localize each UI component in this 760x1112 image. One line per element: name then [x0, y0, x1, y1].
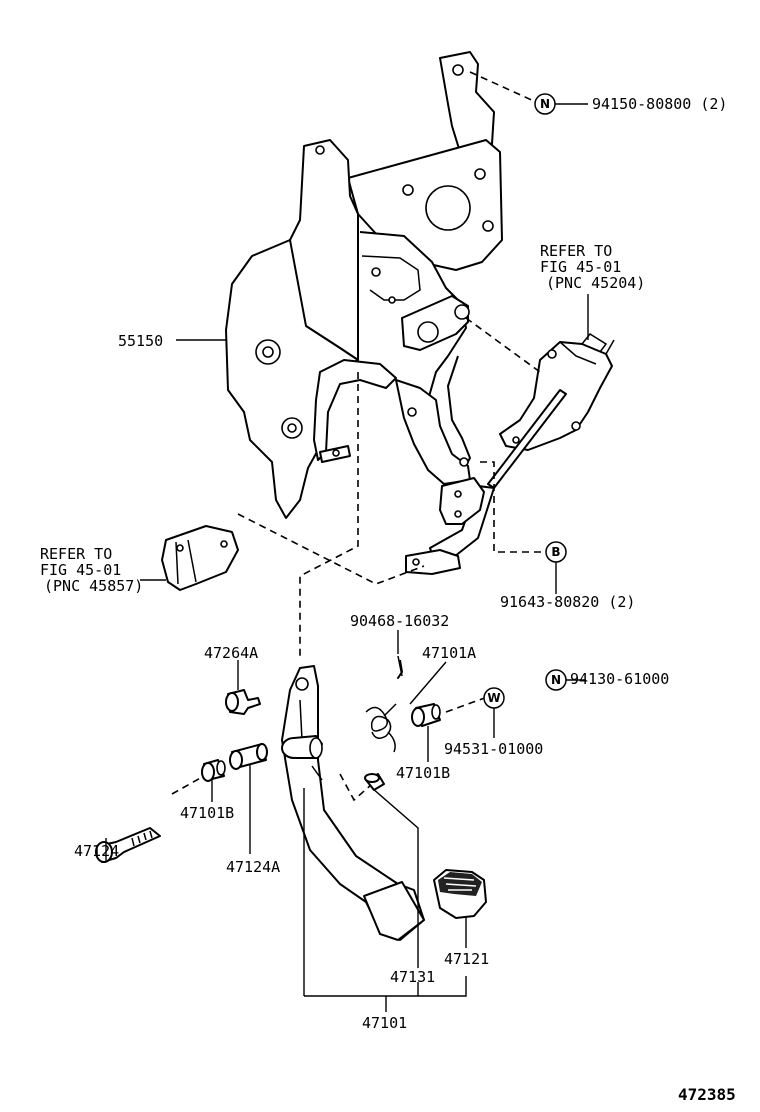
brake-pedal-arm — [281, 665, 425, 941]
label-refer-left-2: FIG 45-01 — [40, 561, 121, 579]
bracket-pnc-45857 — [161, 525, 239, 591]
bolt-47264A — [225, 689, 261, 715]
label-47101B-right: 47101B — [396, 764, 450, 782]
bolt-47124 — [95, 827, 161, 863]
pedal-bracket-55150 — [225, 51, 503, 519]
callout-W: W — [483, 687, 505, 709]
bushing-47101B-right — [411, 703, 441, 727]
label-90468-16032: 90468-16032 — [350, 612, 449, 630]
label-47124A: 47124A — [226, 858, 280, 876]
svg-text:W: W — [487, 691, 500, 705]
label-refer-left-1: REFER TO — [40, 545, 112, 563]
svg-text:B: B — [551, 545, 560, 559]
label-94130-61000: 94130-61000 — [570, 670, 669, 688]
label-47101: 47101 — [362, 1014, 407, 1032]
label-91643-80820: 91643-80820 (2) — [500, 593, 635, 611]
label-94150-80800: 94150-80800 (2) — [592, 95, 727, 113]
label-refer-right-3: (PNC 45204) — [546, 274, 645, 292]
bushing-47101B-left — [201, 759, 226, 782]
label-47101B-left: 47101B — [180, 804, 234, 822]
assembly-lines — [171, 71, 544, 802]
label-47121: 47121 — [444, 950, 489, 968]
return-spring-47101A — [365, 703, 397, 753]
label-47131: 47131 — [390, 968, 435, 986]
svg-text:N: N — [540, 97, 550, 111]
label-47101A: 47101A — [422, 644, 476, 662]
callout-B: B — [545, 541, 567, 563]
figure-number: 472385 — [678, 1085, 736, 1104]
label-47124: 47124 — [74, 842, 119, 860]
collar-47124A — [229, 743, 268, 770]
callout-N-bottom: N — [545, 669, 567, 691]
clip-90468 — [397, 655, 403, 679]
svg-text:N: N — [551, 673, 561, 687]
bracket-pnc-45204 — [405, 333, 615, 575]
label-refer-left-3: (PNC 45857) — [44, 577, 143, 595]
leader-lines — [105, 103, 589, 1012]
label-refer-right-1: REFER TO — [540, 242, 612, 260]
label-refer-right-2: FIG 45-01 — [540, 258, 621, 276]
label-94531-01000: 94531-01000 — [444, 740, 543, 758]
stopper-cushion — [364, 773, 385, 791]
callout-N-top: N — [534, 93, 556, 115]
label-55150: 55150 — [118, 332, 163, 350]
label-47264A: 47264A — [204, 644, 258, 662]
pedal-pad-47121 — [433, 869, 487, 919]
